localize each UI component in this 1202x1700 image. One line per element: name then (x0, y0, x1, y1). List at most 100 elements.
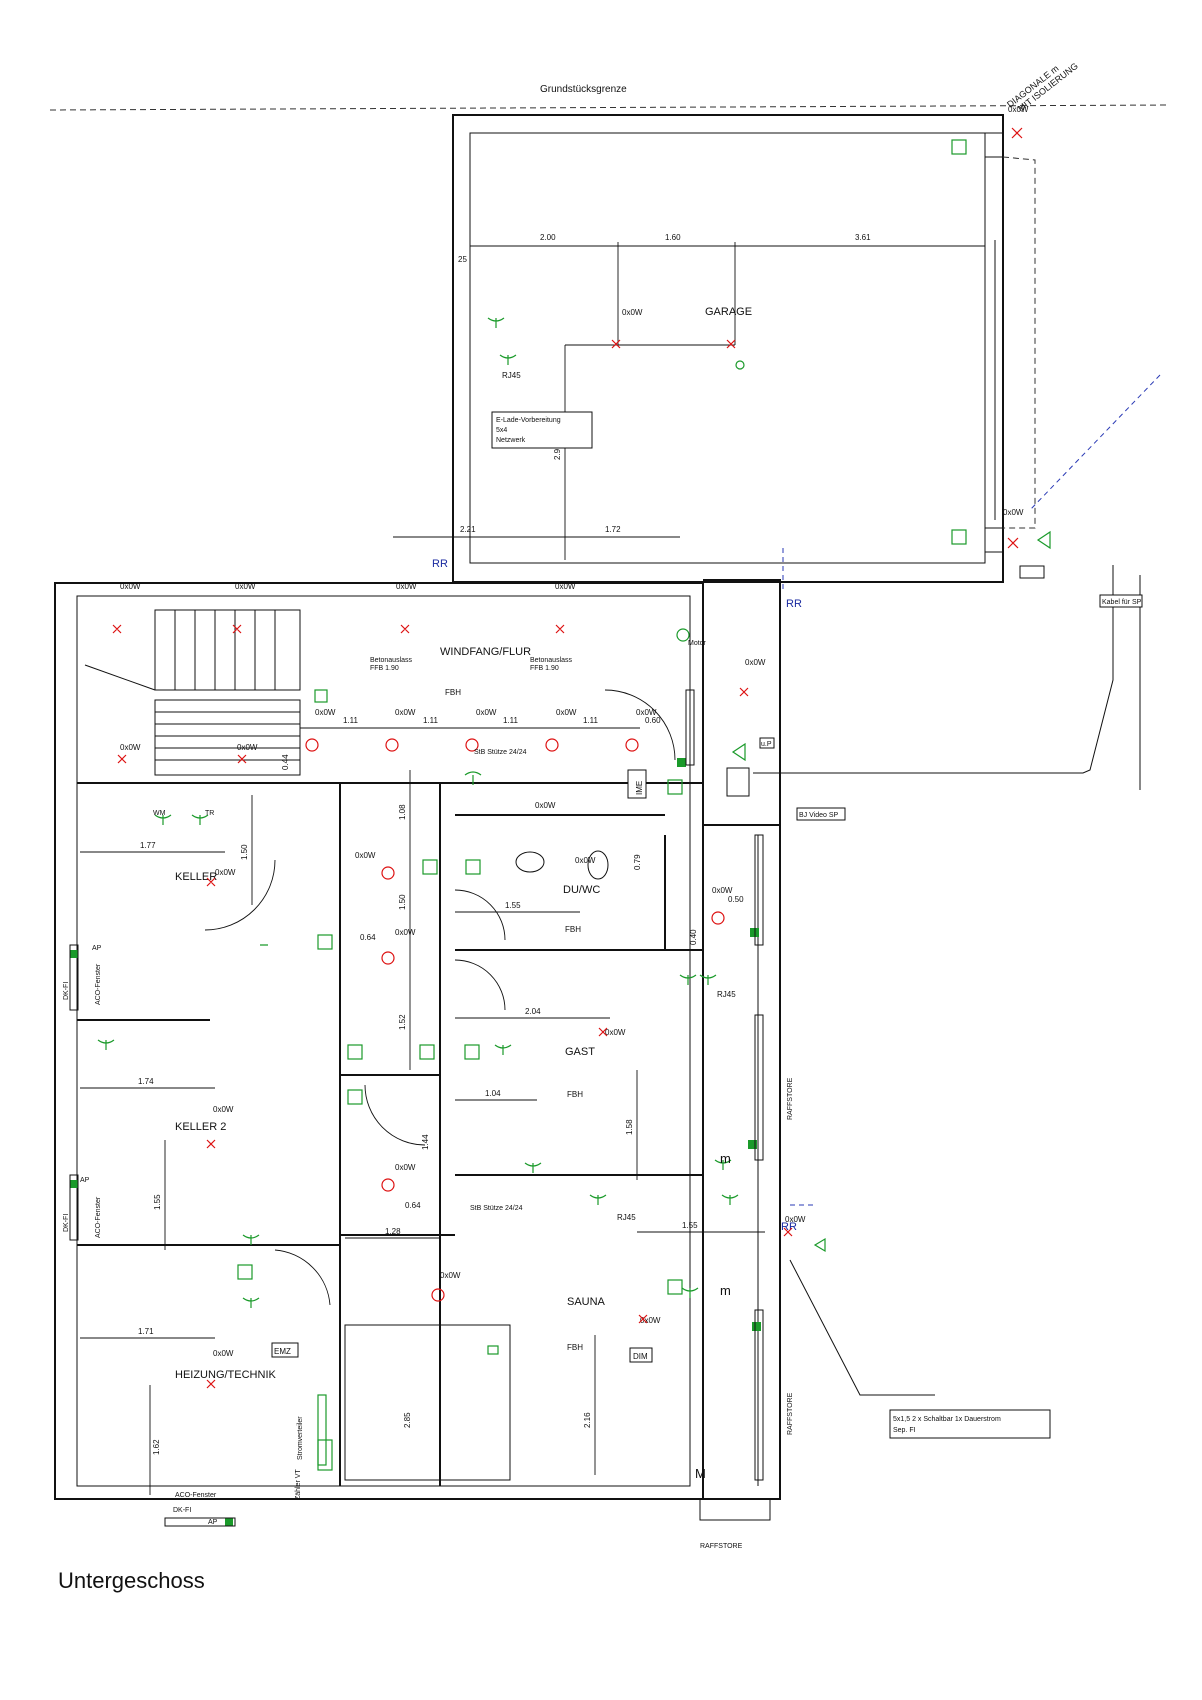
room-label-sauna: SAUNA (567, 1296, 606, 1308)
blue-dashed-line-1 (1029, 374, 1161, 511)
schalt-note-line2: Sep. FI (893, 1427, 916, 1434)
outlet-label: 0x0W (440, 1271, 461, 1280)
dim-corridor-1-08: 1.08 (398, 804, 407, 820)
room-label-gast: GAST (565, 1046, 595, 1058)
outlet-label: 0x0W (235, 582, 256, 591)
dim-flur-1-11: 1.11 (583, 716, 599, 725)
aco-label-3: ACO-Fenster (175, 1492, 217, 1499)
dim-flur-0-60: 0.60 (645, 716, 661, 725)
dim-sauna-2-16: 2.16 (583, 1412, 592, 1428)
dkfi-label-3: DK-FI (173, 1507, 191, 1514)
dim-corridor-1-50: 1.50 (398, 894, 407, 910)
rj45-label-garage: RJ45 (502, 371, 521, 380)
cable-entrance (753, 565, 1114, 774)
property-boundary-line (49, 104, 1171, 111)
outlet-label-garage: 0x0W (622, 308, 643, 317)
dim-duwc-0-79: 0.79 (633, 854, 642, 870)
ap-label-3: AP (208, 1519, 218, 1526)
boundary-label: Grundstücksgrenze (540, 84, 627, 95)
beton-label-1b: FFB 1.90 (370, 665, 399, 672)
raffstore-label-2: RAFFSTORE (787, 1392, 794, 1435)
garage-door-opening (1002, 156, 1036, 529)
sink-icon (515, 851, 545, 873)
dim-small-0-40: 0.40 (689, 929, 698, 945)
dkfi-label-1: DK-FI (63, 982, 70, 1000)
outlet-label: 0x0W (315, 708, 336, 717)
outlet-label: 0x0W (395, 928, 416, 937)
dim-gast-1-04: 1.04 (485, 1089, 501, 1098)
rr-label-1: RR (432, 558, 448, 570)
house-inner-wall (76, 595, 691, 1487)
outlet-label-boundary: 0x0W (1008, 105, 1029, 114)
dim-gast-1-58: 1.58 (625, 1119, 634, 1135)
rr-label-2: RR (786, 598, 802, 610)
e-lade-box (491, 411, 593, 449)
m-label-small-1: m (720, 1151, 731, 1166)
up-box-entrance (759, 737, 775, 749)
up-box-garage (1019, 565, 1045, 579)
stuetze-label-1: StB Stütze 24/24 (474, 749, 527, 756)
switch-icon-garage-2 (951, 529, 967, 545)
e-lade-line3: Netzwerk (496, 437, 526, 444)
dim-gast-2-04: 2.04 (525, 1007, 541, 1016)
fbh-label-sauna: FBH (567, 1343, 583, 1352)
outlet-label: 0x0W (556, 708, 577, 717)
aco-label-2: ACO-Fenster (95, 1196, 102, 1238)
outlet-label: 0x0W (396, 582, 417, 591)
dim-garage-2-00: 2.00 (540, 233, 556, 242)
dim-corridor-0-64b: 0.64 (405, 1201, 421, 1210)
fbh-label-windfang: FBH (445, 688, 461, 697)
wm-label: WM (153, 810, 166, 817)
garage-outer-wall (452, 114, 1004, 583)
outlet-label: 0x0W (120, 582, 141, 591)
rj45-label-sauna: RJ45 (617, 1213, 636, 1222)
outlet-label: 0x0W (712, 886, 733, 895)
room-label-heizung: HEIZUNG/TECHNIK (175, 1369, 277, 1381)
fbh-label-duwc: FBH (565, 925, 581, 934)
raffstore-label-3: RAFFSTORE (700, 1543, 743, 1550)
rr-label-3: RR (781, 1221, 797, 1233)
outlet-label-garage-door: 0x0W (1003, 508, 1024, 517)
doors (204, 689, 676, 1306)
outlet-label: 0x0W (213, 1349, 234, 1358)
dkfi-label-2: DK-FI (63, 1214, 70, 1232)
stromverteiler-label: Stromverteiler (297, 1416, 304, 1460)
dim-duwc-1-55: 1.55 (505, 901, 521, 910)
toilet-icon (587, 850, 609, 880)
ap-label-1: AP (92, 945, 102, 952)
dim-sauna-1-55: 1.55 (682, 1221, 698, 1230)
video-intercom-box (726, 767, 750, 797)
sauna-cabin (344, 1324, 511, 1481)
garage-pillar-top (984, 132, 1004, 158)
house-outer-wall (54, 582, 704, 1500)
staircase (84, 609, 301, 776)
stuetze-label-2: StB Stütze 24/24 (470, 1205, 523, 1212)
room-label-keller2: KELLER 2 (175, 1121, 226, 1133)
room-label-keller: KELLER (175, 871, 217, 883)
switch-icon-garage-1 (951, 139, 967, 155)
outlet-label: 0x0W (395, 708, 416, 717)
beton-label-1a: Betonauslass (370, 657, 413, 664)
dim-garage-2-96: 2.96 (553, 444, 562, 460)
electrical-icons (70, 628, 826, 1526)
dim-keller-1-77: 1.77 (140, 841, 156, 850)
ap-label-2: AP (80, 1177, 90, 1184)
outlet-label: 0x0W (636, 708, 657, 717)
dim-corridor-1-44: 1.44 (421, 1134, 430, 1150)
dim-flur-1-11: 1.11 (423, 716, 439, 725)
outlet-label: 0x0W (745, 658, 766, 667)
dim-corridor-1-52: 1.52 (398, 1014, 407, 1030)
emz-box (271, 1342, 299, 1358)
outlet-label: 0x0W (575, 856, 596, 865)
beton-label-2a: Betonauslass (530, 657, 573, 664)
bj-video-box (796, 807, 846, 821)
schalt-note-line1: 5x1,5 2 x Schaltbar 1x Dauerstrom (893, 1416, 1001, 1423)
dim-garage-1-60: 1.60 (665, 233, 681, 242)
outlet-label: 0x0W (215, 868, 236, 877)
raffstore-label-1: RAFFSTORE (787, 1077, 794, 1120)
e-lade-line1: E-Lade-Vorbereitung (496, 417, 561, 424)
emz-label: EMZ (274, 1347, 291, 1356)
dim-corridor-1-28: 1.28 (385, 1227, 401, 1236)
cable-outdoor (789, 1259, 935, 1396)
